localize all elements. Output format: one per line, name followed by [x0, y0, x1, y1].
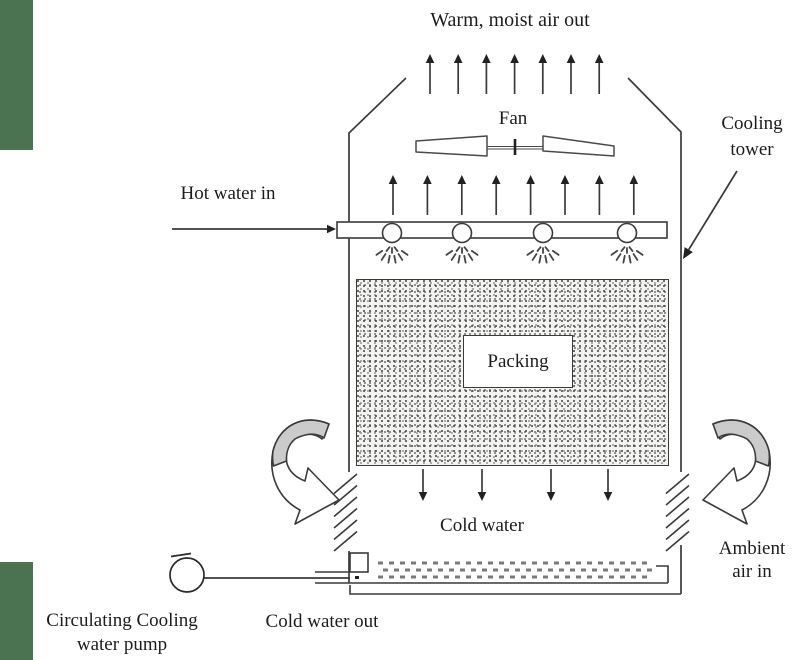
air-swirl-arrow-left-icon	[271, 419, 340, 525]
pump-label-line2: water pump	[76, 634, 168, 655]
cold-water-out-label: Cold water out	[265, 611, 379, 632]
ambient-air-in-label-line1: Ambient	[718, 538, 786, 559]
spray-nozzle-icon	[381, 222, 638, 244]
falling-water-arrows	[418, 469, 613, 501]
cooling-tower-label-line1: Cooling	[721, 113, 783, 134]
air-swirl-arrow-right-icon	[702, 419, 771, 525]
basin-water-dashes	[378, 561, 656, 579]
spray-jets	[375, 246, 644, 264]
hot-water-spray-header	[336, 221, 668, 264]
ambient-air-in-label: Ambient air in	[700, 537, 797, 583]
basin-outer-bottom	[349, 585, 681, 595]
pump-label-line1: Circulating Cooling	[46, 610, 198, 631]
cooling-tower-label-line2: tower	[730, 139, 774, 160]
fan-label: Fan	[498, 108, 528, 129]
inner-air-arrows	[388, 175, 639, 215]
hot-water-in-label: Hot water in	[180, 183, 276, 204]
top-air-arrows	[425, 54, 604, 94]
pipe-dot	[355, 576, 359, 579]
page-accent-bar-bottom	[0, 562, 33, 660]
cold-water-label: Cold water	[440, 515, 524, 536]
packing-label-box: Packing	[463, 335, 573, 388]
packing-label: Packing	[487, 350, 549, 372]
basin-right-step	[656, 565, 669, 583]
ambient-air-in-label-line2: air in	[732, 561, 772, 582]
cooling-tower-label: Cooling tower	[700, 111, 797, 163]
warm-moist-air-out-label: Warm, moist air out	[430, 9, 590, 31]
sump-box	[349, 552, 369, 573]
fan-blades-icon	[415, 135, 615, 157]
water-basin	[315, 552, 681, 595]
packing-stipple-region	[356, 279, 669, 466]
pump-label: Circulating Cooling water pump	[28, 609, 216, 657]
page-accent-bar-top	[0, 0, 33, 150]
louver-hatch-icon	[333, 473, 690, 552]
pump-icon	[169, 552, 205, 593]
